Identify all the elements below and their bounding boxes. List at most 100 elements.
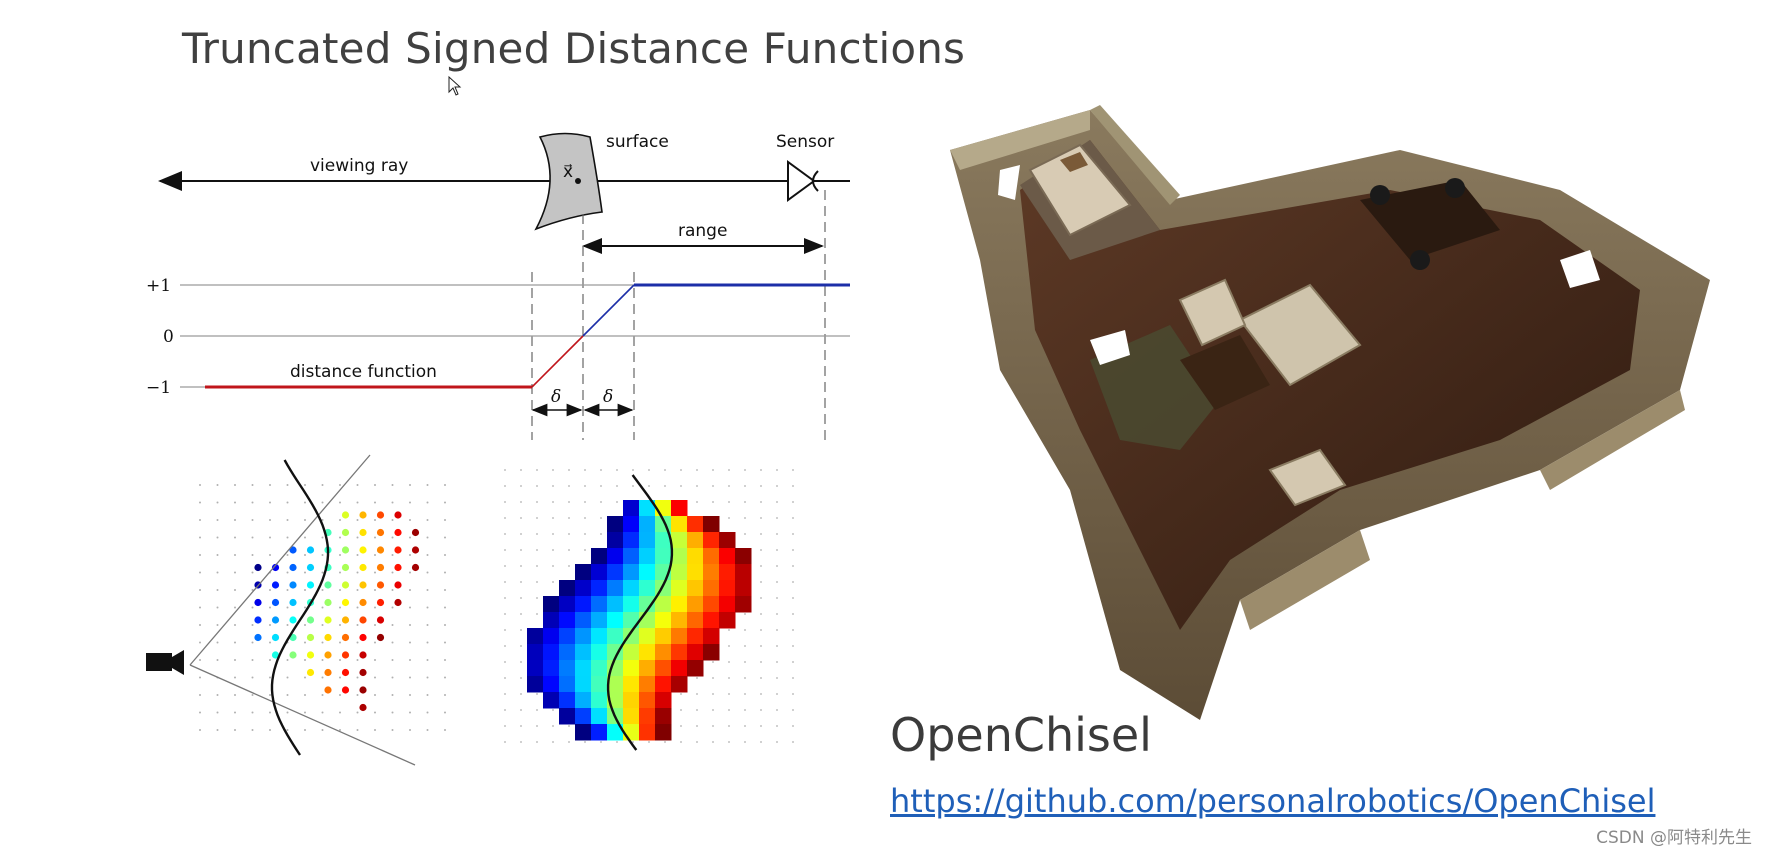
grid-dot: [217, 624, 219, 626]
grid-dot: [217, 502, 219, 504]
voxel-cell: [559, 596, 576, 613]
grid-dot: [584, 533, 586, 535]
voxel-cell: [527, 660, 544, 677]
voxel-dot: [342, 529, 349, 536]
repo-link[interactable]: https://github.com/personalrobotics/Open…: [890, 782, 1655, 820]
grid-dot: [536, 741, 538, 743]
voxel-cell: [639, 708, 656, 725]
voxel-cell: [719, 596, 736, 613]
grid-dot: [444, 519, 446, 521]
grid-dot: [322, 694, 324, 696]
voxel-cell: [719, 532, 736, 549]
grid-dot: [568, 501, 570, 503]
grid-dot: [339, 694, 341, 696]
grid-dot: [304, 694, 306, 696]
grid-dot: [409, 642, 411, 644]
grid-dot: [374, 607, 376, 609]
grid-dot: [520, 725, 522, 727]
grid-dot: [760, 661, 762, 663]
grid-dot: [392, 484, 394, 486]
voxel-dot: [289, 564, 296, 571]
grid-dot: [339, 659, 341, 661]
grid-dot: [712, 725, 714, 727]
grid-dot: [728, 709, 730, 711]
grid-dot: [712, 485, 714, 487]
grid-dot: [357, 729, 359, 731]
grid-dot: [409, 502, 411, 504]
voxel-cell: [543, 596, 560, 613]
grid-dot: [728, 693, 730, 695]
voxel-cell: [575, 676, 592, 693]
voxel-dot: [377, 634, 384, 641]
grid-dot: [269, 607, 271, 609]
voxel-dot: [307, 651, 314, 658]
grid-dot: [504, 501, 506, 503]
grid-dot: [322, 607, 324, 609]
voxel-dot: [412, 564, 419, 571]
grid-dot: [269, 554, 271, 556]
voxel-cell: [703, 580, 720, 597]
grid-dot: [600, 517, 602, 519]
voxel-cell: [671, 644, 688, 661]
grid-dot: [304, 729, 306, 731]
voxel-cell: [671, 516, 688, 533]
voxel-cell: [607, 564, 624, 581]
watermark: CSDN @阿特利先生: [1596, 823, 1752, 848]
grid-dot: [776, 501, 778, 503]
voxel-cell: [623, 564, 640, 581]
grid-dot: [584, 517, 586, 519]
grid-dot: [792, 501, 794, 503]
grid-dot: [680, 725, 682, 727]
grid-dot: [374, 694, 376, 696]
grid-dot: [760, 517, 762, 519]
grid-dot: [792, 613, 794, 615]
voxel-cell: [639, 612, 656, 629]
grid-dot: [252, 572, 254, 574]
voxel-cell: [559, 580, 576, 597]
voxel-cell: [623, 692, 640, 709]
grid-dot: [427, 589, 429, 591]
voxel-dot: [359, 686, 366, 693]
grid-dot: [234, 624, 236, 626]
voxel-cell: [655, 724, 672, 741]
voxel-cell: [687, 548, 704, 565]
camera-icon: [146, 650, 184, 675]
grid-dot: [664, 485, 666, 487]
voxel-cell: [719, 612, 736, 629]
voxel-dot: [394, 599, 401, 606]
voxel-cell: [719, 580, 736, 597]
grid-dot: [234, 677, 236, 679]
voxel-dot: [324, 616, 331, 623]
grid-dot: [427, 729, 429, 731]
grid-dot: [409, 537, 411, 539]
voxel-cell: [687, 628, 704, 645]
grid-dot: [584, 469, 586, 471]
grid-dot: [304, 572, 306, 574]
grid-dot: [234, 502, 236, 504]
voxel-cell: [655, 660, 672, 677]
voxel-dot: [272, 634, 279, 641]
grid-dot: [217, 537, 219, 539]
grid-dot: [760, 549, 762, 551]
voxel-cell: [559, 692, 576, 709]
grid-dot: [520, 501, 522, 503]
voxel-cell: [591, 564, 608, 581]
voxel-cell: [671, 580, 688, 597]
voxel-dot: [394, 529, 401, 536]
voxel-dot: [359, 599, 366, 606]
grid-dot: [304, 659, 306, 661]
voxel-dot: [324, 686, 331, 693]
grid-dot: [504, 549, 506, 551]
voxel-cell: [559, 612, 576, 629]
voxel-cell: [607, 580, 624, 597]
grid-dot: [287, 624, 289, 626]
voxel-cell: [607, 548, 624, 565]
grid-dot: [520, 485, 522, 487]
grid-dot: [304, 519, 306, 521]
voxel-grid-dense: [495, 460, 805, 760]
voxel-dot: [359, 616, 366, 623]
range-label: range: [678, 221, 727, 241]
grid-dot: [792, 565, 794, 567]
grid-dot: [792, 677, 794, 679]
delta-label-right: δ: [603, 387, 613, 407]
